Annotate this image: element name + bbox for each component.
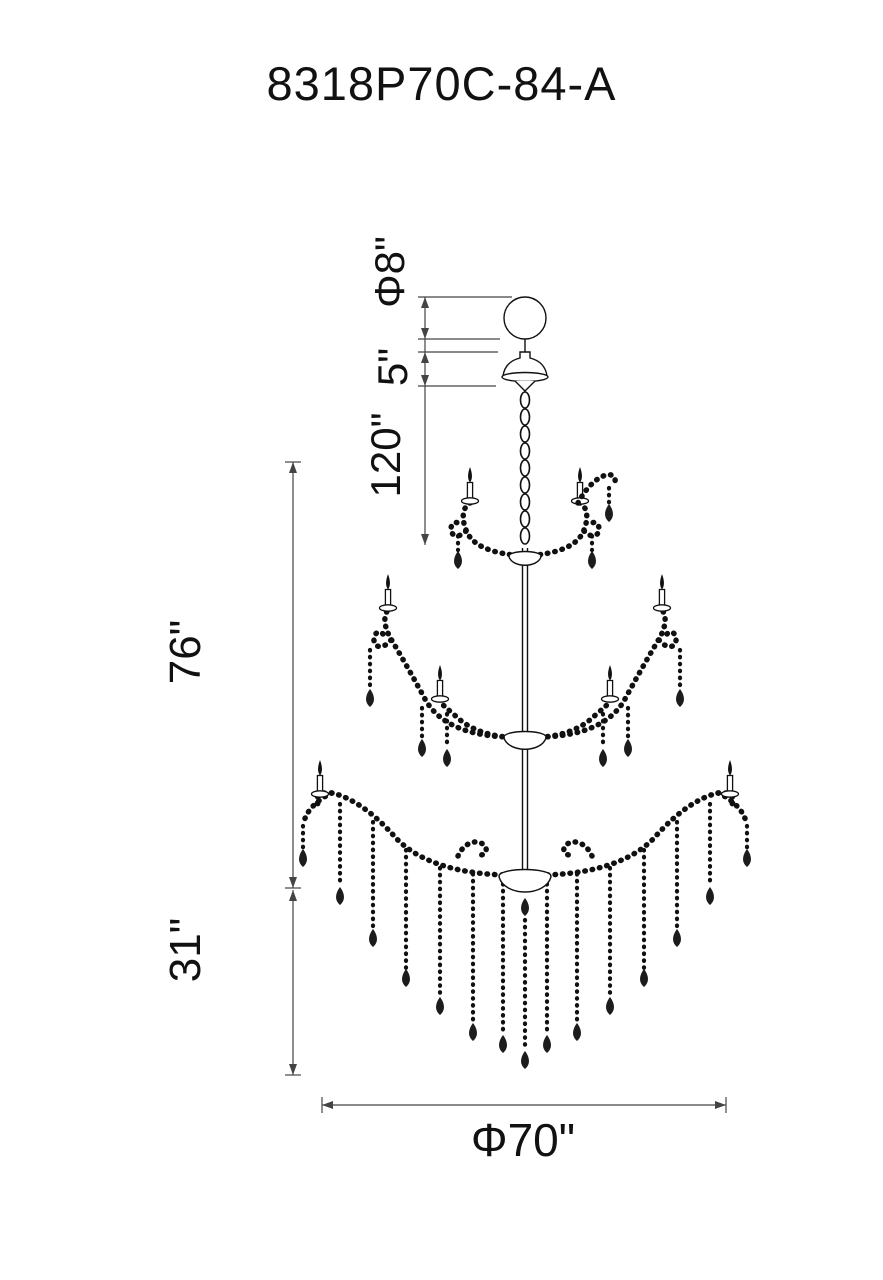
center-stem xyxy=(521,548,529,876)
dim-label-body-height: 76" xyxy=(161,619,210,685)
ceiling-ball xyxy=(503,296,547,352)
dim-label-crystal-drop: 31" xyxy=(161,917,210,983)
top-hub xyxy=(508,550,542,566)
top-tier-right-scroll xyxy=(575,471,618,522)
dim-label-chain-drop: 120" xyxy=(362,412,409,498)
model-number: 8318P70C-84-A xyxy=(266,57,617,110)
canopy xyxy=(501,351,549,392)
bottom-hub xyxy=(498,868,552,893)
center-finial-strand xyxy=(521,898,529,1069)
dimension-lines xyxy=(285,296,727,1113)
bottom-tier xyxy=(299,760,751,1053)
middle-hub xyxy=(503,730,547,750)
chain xyxy=(519,391,531,545)
top-tier xyxy=(448,467,618,569)
dim-label-fixture-diameter: Φ70" xyxy=(470,1114,576,1166)
